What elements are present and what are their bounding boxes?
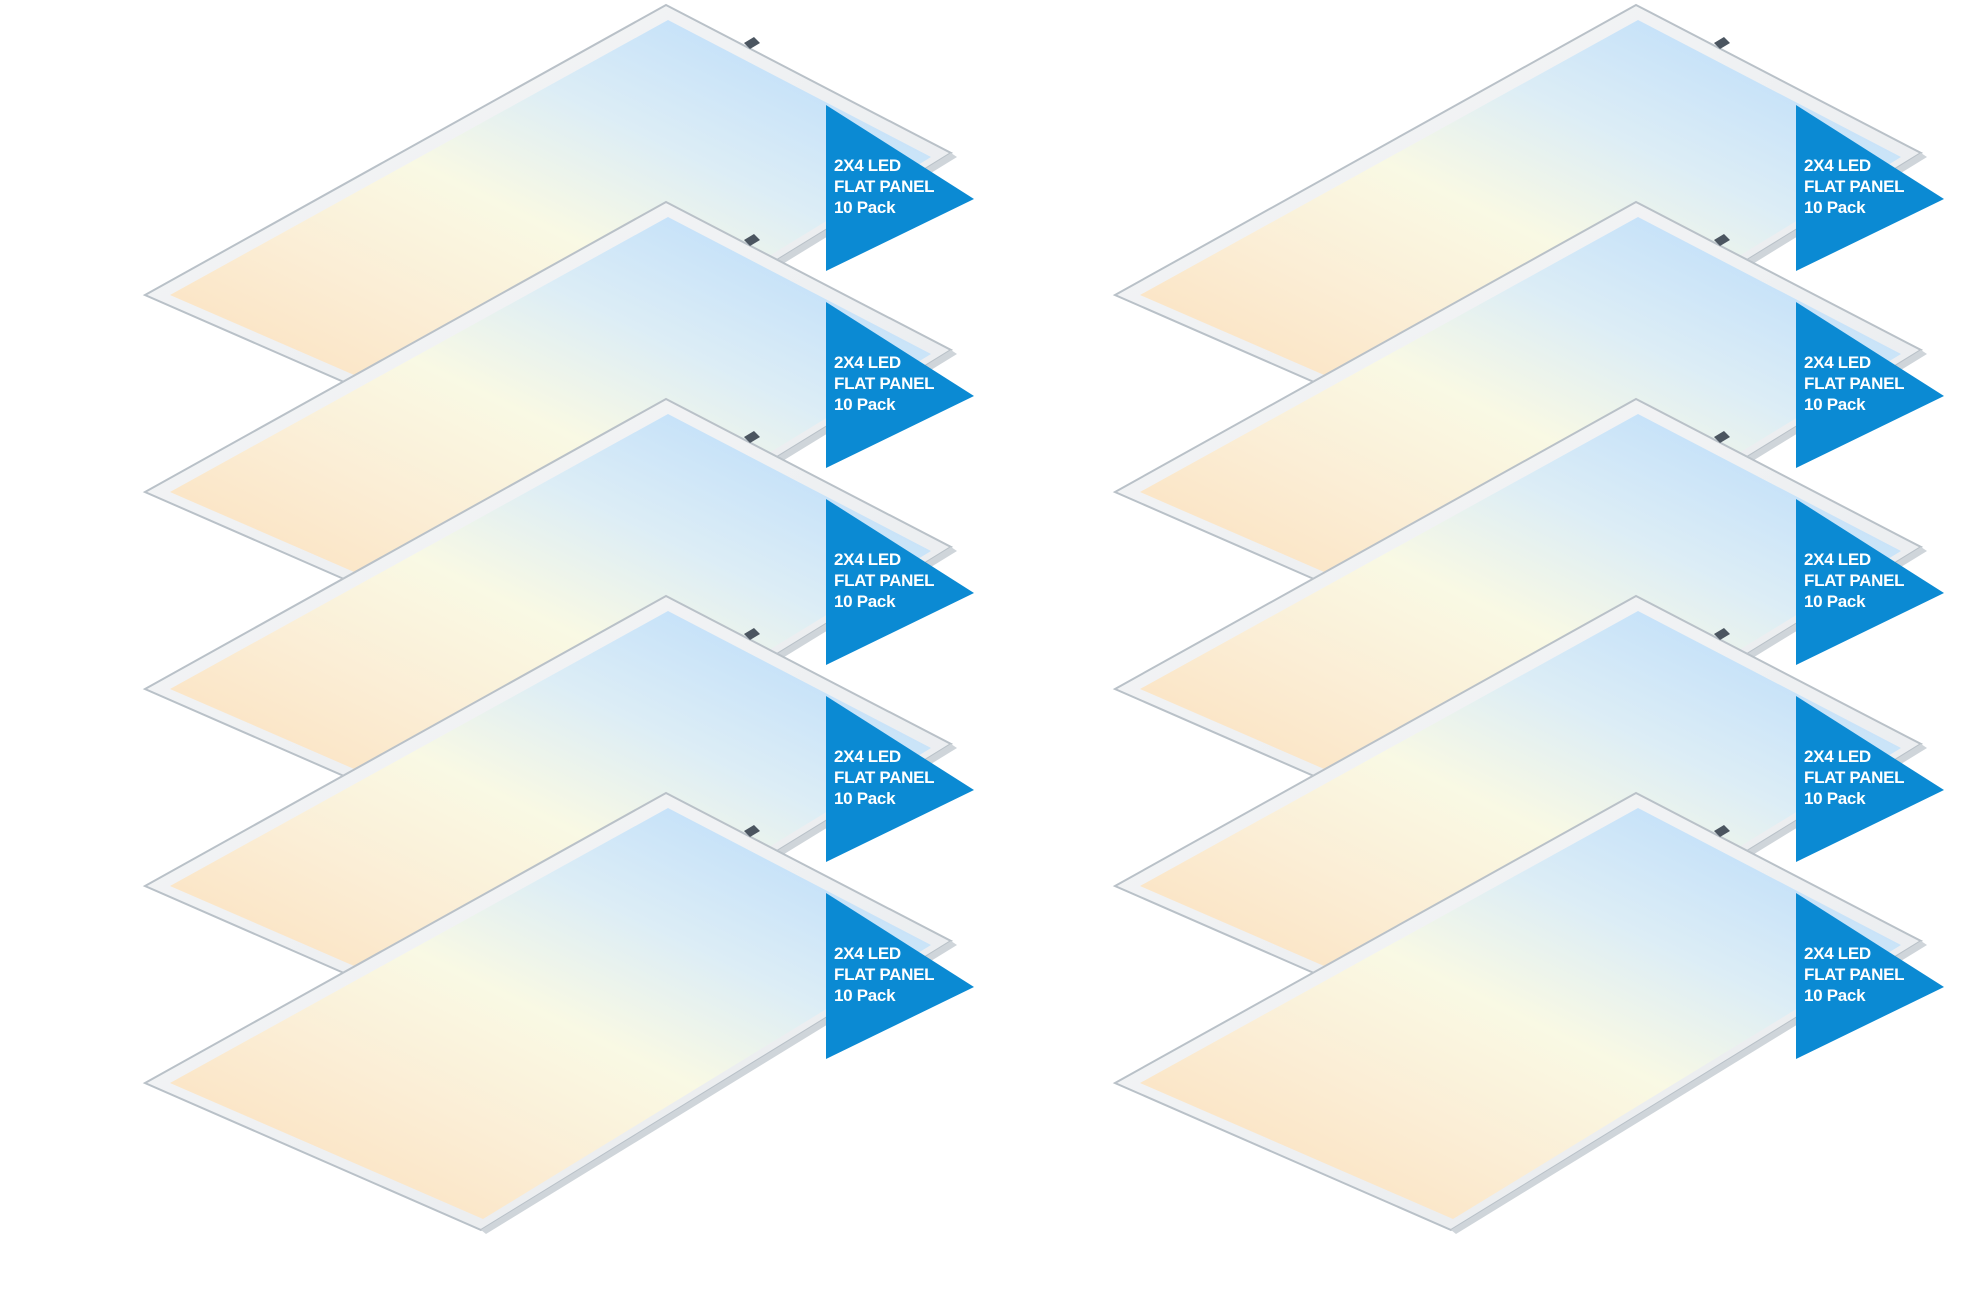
badge-shape xyxy=(1796,105,1944,271)
pack-badge: 2X4 LED FLAT PANEL 10 Pack xyxy=(1796,105,1944,271)
led-panel: 2X4 LED FLAT PANEL 10 Pack xyxy=(142,791,974,1234)
mounting-clip xyxy=(1714,234,1730,246)
mounting-clip xyxy=(744,431,760,443)
badge-line-1: 2X4 LED xyxy=(834,944,901,963)
led-panel: 2X4 LED FLAT PANEL 10 Pack xyxy=(1112,791,1944,1234)
badge-line-3: 10 Pack xyxy=(1804,986,1866,1005)
mounting-clip xyxy=(1714,628,1730,640)
pack-badge: 2X4 LED FLAT PANEL 10 Pack xyxy=(826,302,974,468)
badge-shape xyxy=(826,696,974,862)
panel-light-surface xyxy=(1140,217,1901,628)
panel-light-surface xyxy=(1140,20,1901,431)
panel-light-surface xyxy=(170,414,931,825)
pack-badge: 2X4 LED FLAT PANEL 10 Pack xyxy=(1796,696,1944,862)
badge-line-3: 10 Pack xyxy=(834,789,896,808)
badge-line-2: FLAT PANEL xyxy=(1804,374,1904,393)
mounting-clip xyxy=(744,825,760,837)
badge-line-2: FLAT PANEL xyxy=(1804,768,1904,787)
badge-line-1: 2X4 LED xyxy=(1804,944,1871,963)
badge-line-3: 10 Pack xyxy=(834,592,896,611)
panel-light-surface xyxy=(1140,414,1901,825)
mounting-clip xyxy=(744,234,760,246)
panel-light-surface xyxy=(170,217,931,628)
badge-line-2: FLAT PANEL xyxy=(834,177,934,196)
panel-light-surface xyxy=(170,611,931,1022)
panel-light-surface xyxy=(170,808,931,1219)
badge-line-1: 2X4 LED xyxy=(834,353,901,372)
badge-shape xyxy=(1796,893,1944,1059)
pack-badge: 2X4 LED FLAT PANEL 10 Pack xyxy=(1796,499,1944,665)
pack-badge: 2X4 LED FLAT PANEL 10 Pack xyxy=(826,499,974,665)
mounting-clip xyxy=(744,37,760,49)
badge-line-1: 2X4 LED xyxy=(1804,353,1871,372)
badge-shape xyxy=(826,302,974,468)
panel-light-surface xyxy=(1140,611,1901,1022)
badge-line-3: 10 Pack xyxy=(834,395,896,414)
badge-line-1: 2X4 LED xyxy=(834,550,901,569)
badge-line-2: FLAT PANEL xyxy=(1804,965,1904,984)
pack-badge: 2X4 LED FLAT PANEL 10 Pack xyxy=(1796,893,1944,1059)
badge-line-2: FLAT PANEL xyxy=(834,965,934,984)
badge-line-3: 10 Pack xyxy=(834,986,896,1005)
badge-shape xyxy=(826,499,974,665)
badge-shape xyxy=(826,893,974,1059)
badge-line-1: 2X4 LED xyxy=(834,747,901,766)
badge-line-3: 10 Pack xyxy=(1804,198,1866,217)
badge-line-1: 2X4 LED xyxy=(1804,747,1871,766)
pack-badge: 2X4 LED FLAT PANEL 10 Pack xyxy=(826,893,974,1059)
badge-line-1: 2X4 LED xyxy=(834,156,901,175)
badge-shape xyxy=(1796,696,1944,862)
badge-line-1: 2X4 LED xyxy=(1804,156,1871,175)
panel-light-surface xyxy=(1140,808,1901,1219)
pack-badge: 2X4 LED FLAT PANEL 10 Pack xyxy=(826,105,974,271)
badge-line-2: FLAT PANEL xyxy=(834,768,934,787)
mounting-clip xyxy=(1714,37,1730,49)
pack-badge: 2X4 LED FLAT PANEL 10 Pack xyxy=(1796,302,1944,468)
badge-shape xyxy=(1796,499,1944,665)
mounting-clip xyxy=(744,628,760,640)
badge-line-2: FLAT PANEL xyxy=(834,374,934,393)
badge-shape xyxy=(1796,302,1944,468)
mounting-clip xyxy=(1714,431,1730,443)
badge-line-3: 10 Pack xyxy=(1804,592,1866,611)
badge-line-3: 10 Pack xyxy=(834,198,896,217)
badge-line-3: 10 Pack xyxy=(1804,789,1866,808)
badge-line-2: FLAT PANEL xyxy=(1804,177,1904,196)
panel-light-surface xyxy=(170,20,931,431)
badge-line-2: FLAT PANEL xyxy=(1804,571,1904,590)
mounting-clip xyxy=(1714,825,1730,837)
pack-badge: 2X4 LED FLAT PANEL 10 Pack xyxy=(826,696,974,862)
badge-line-3: 10 Pack xyxy=(1804,395,1866,414)
badge-shape xyxy=(826,105,974,271)
badge-line-1: 2X4 LED xyxy=(1804,550,1871,569)
badge-line-2: FLAT PANEL xyxy=(834,571,934,590)
